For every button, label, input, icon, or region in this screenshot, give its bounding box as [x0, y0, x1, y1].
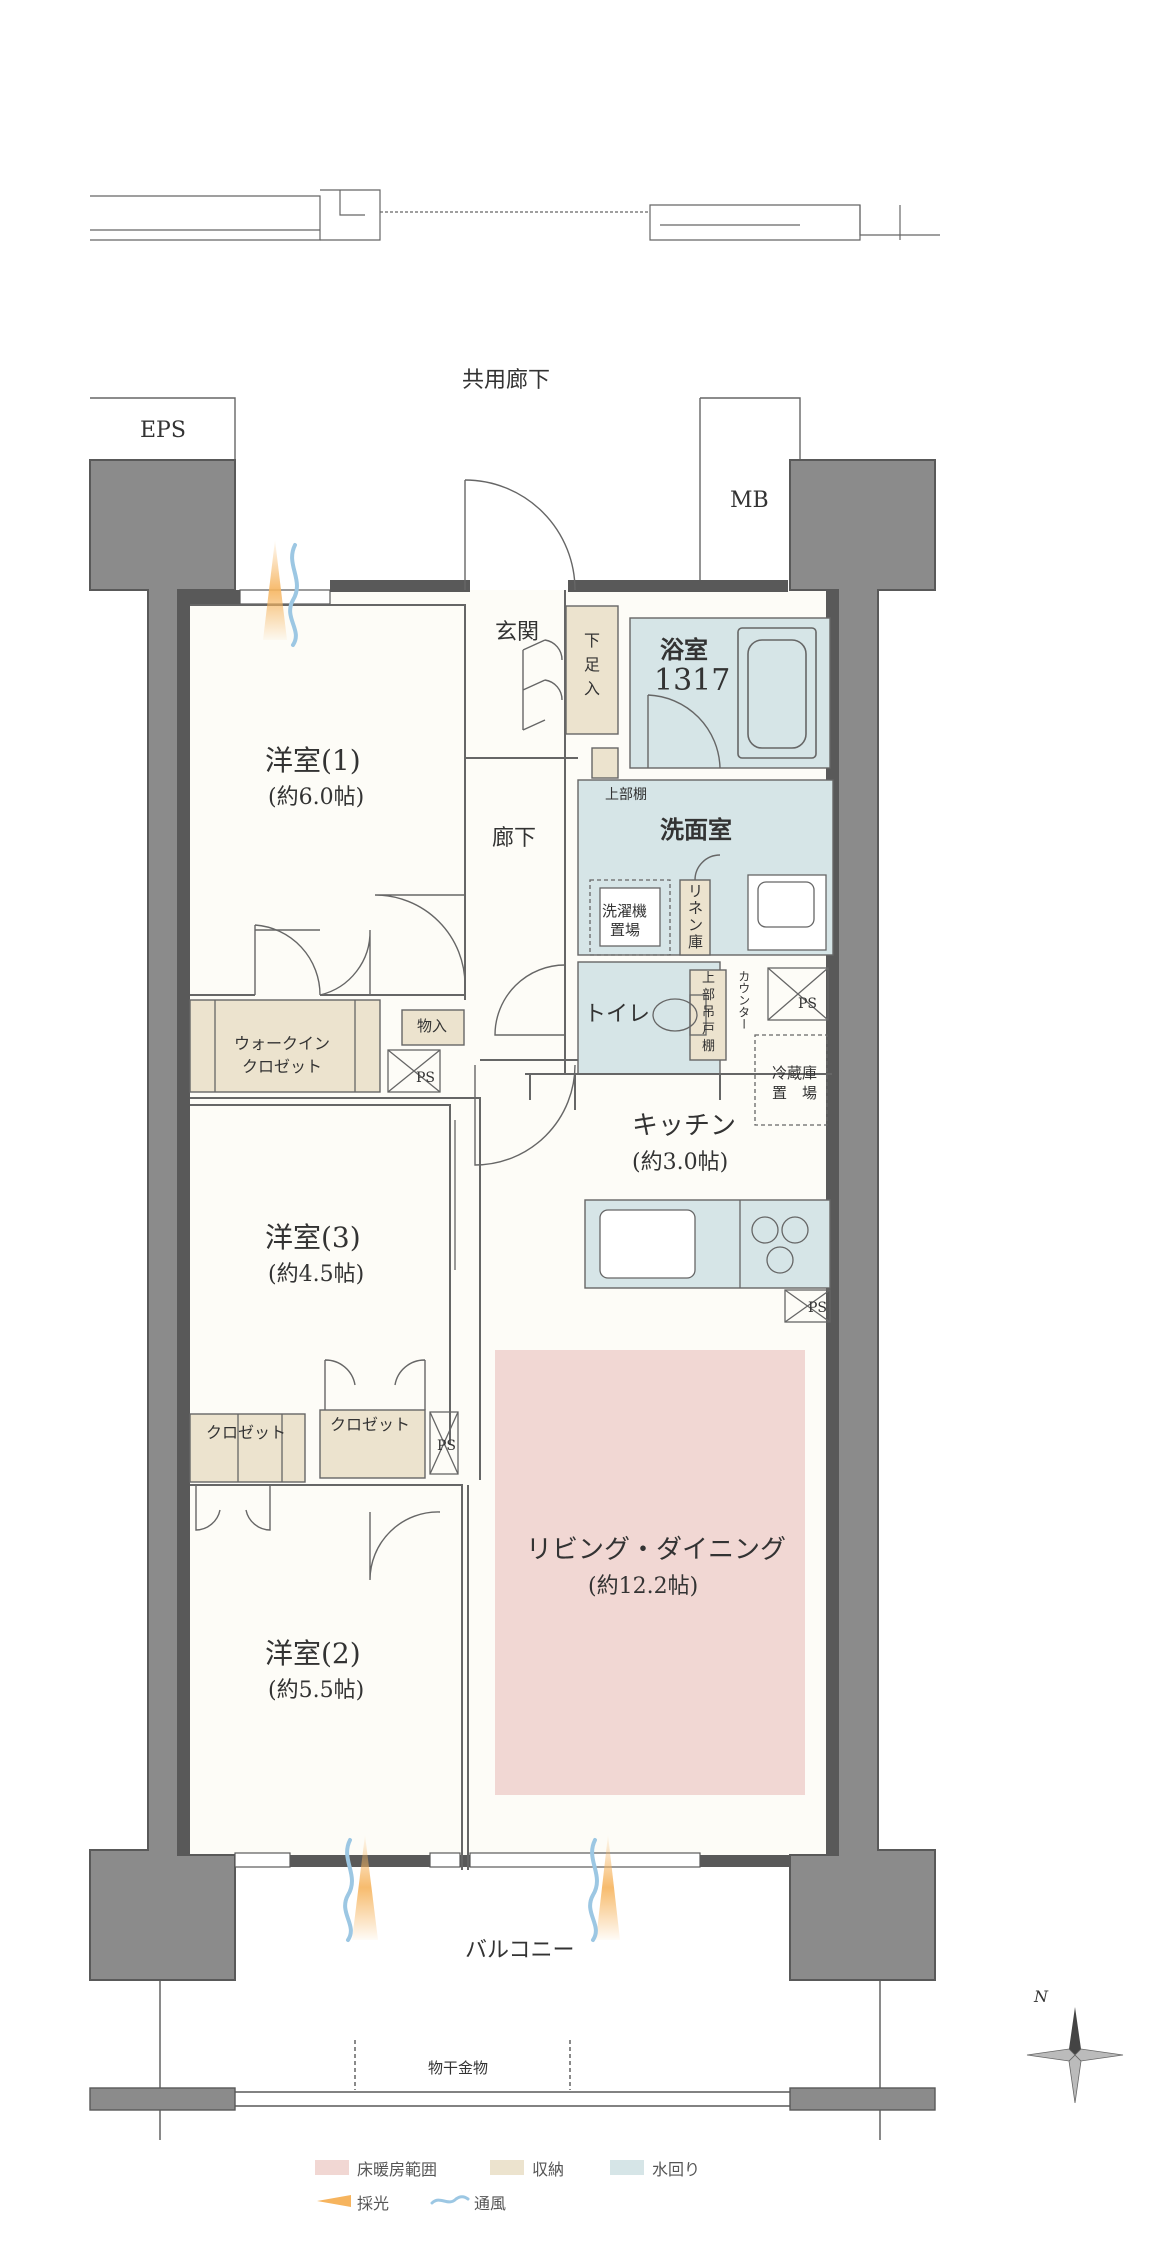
legend-label-air: 通風 — [474, 2194, 507, 2213]
closet-b — [319, 1409, 426, 1479]
room2-name: 洋室(2) — [265, 1637, 361, 1670]
toilet-shelf-label-5: 棚 — [702, 1039, 716, 1054]
ps-box-wic — [387, 1049, 441, 1093]
monoire — [401, 1009, 465, 1046]
toilet-bowl — [652, 998, 698, 1032]
legend-swatch-wet-area — [610, 2160, 644, 2175]
legend-air-icon — [430, 2195, 470, 2205]
room3-size: (約4.5帖) — [268, 1262, 365, 1287]
interior-doors — [195, 694, 721, 1581]
toilet-shelf-label-2: 部 — [702, 988, 716, 1003]
ps-label-toilet: PS — [798, 996, 818, 1012]
legend-swatch-storage — [490, 2160, 524, 2175]
sink — [599, 1209, 696, 1279]
walkin-label-2: クロゼット — [242, 1057, 323, 1076]
washer-label-2: 置場 — [610, 921, 641, 939]
compass-north-label: N — [1034, 1987, 1048, 2006]
floor-heating-area — [495, 1350, 805, 1795]
closet-a — [189, 1413, 306, 1483]
eps-label: EPS — [140, 418, 186, 443]
fridge-label-2: 置 場 — [772, 1084, 818, 1102]
bathroom-label: 浴室 — [660, 635, 708, 664]
shoe-storage-label-2: 足 — [584, 655, 601, 674]
hallway-label: 廊下 — [492, 826, 537, 851]
toilet-shelf — [689, 969, 727, 1061]
ps-label-closet: PS — [437, 1438, 457, 1454]
fridge-space — [754, 1034, 828, 1126]
shoe-storage-label-3: 入 — [584, 679, 601, 698]
entrance-door — [464, 479, 576, 731]
legend-swatch-floor-heating — [315, 2160, 349, 2175]
linen-label-2: ネ — [688, 899, 704, 917]
genkan-label: 玄関 — [495, 620, 540, 645]
common-corridor-label: 共用廊下 — [462, 368, 551, 393]
balcony-label: バルコニー — [465, 1938, 575, 1963]
toilet-shelf-label-1: 上 — [702, 971, 716, 986]
fixtures — [214, 874, 831, 1482]
room1-size: (約6.0帖) — [268, 785, 365, 810]
ps-label-wic: PS — [416, 1070, 436, 1086]
compass-icon — [1026, 2007, 1124, 2104]
legend-label-storage: 収納 — [532, 2160, 565, 2179]
kitchen-name: キッチン — [632, 1111, 737, 1141]
ps-box-toilet — [767, 967, 829, 1021]
linen-storage — [679, 879, 711, 956]
monoire-label: 物入 — [417, 1017, 448, 1035]
room3-name: 洋室(3) — [265, 1221, 361, 1254]
laundry-pole-label: 物干金物 — [428, 2059, 489, 2077]
legend-label-floor-heating: 床暖房範囲 — [357, 2160, 438, 2179]
balcony-structure — [89, 1980, 936, 2140]
fridge-label-1: 冷蔵庫 — [772, 1064, 818, 1082]
shoe-storage — [565, 605, 619, 735]
light-indicators — [263, 540, 620, 1940]
counter-label: カウンター — [736, 970, 751, 1030]
bathroom-size: 1317 — [654, 663, 731, 698]
linen-label-4: 庫 — [688, 933, 704, 951]
closet-label-b: クロゼット — [330, 1415, 411, 1434]
toilet-shelf-label-4: 戸 — [702, 1022, 716, 1037]
toilet-label: トイレ — [584, 1002, 651, 1027]
washer-label-1: 洗濯機 — [602, 902, 648, 920]
upper-shelf-label: 上部棚 — [605, 787, 647, 803]
bathtub-icon — [737, 627, 817, 759]
toilet-shelf-label-3: 吊 — [702, 1005, 716, 1020]
closet-label-a: クロゼット — [206, 1423, 287, 1442]
legend-label-light: 採光 — [357, 2194, 390, 2213]
ps-box-kitchen — [784, 1289, 831, 1323]
room2-size: (約5.5帖) — [268, 1678, 365, 1703]
linen-label-1: リ — [688, 882, 704, 900]
room1-name: 洋室(1) — [265, 744, 361, 777]
washroom-label: 洗面室 — [660, 815, 732, 844]
ps-box-closet — [429, 1411, 459, 1475]
interior-walls — [190, 590, 832, 1870]
walkin-label-1: ウォークイン — [234, 1034, 331, 1053]
upper-floor-outline — [90, 189, 940, 241]
storage-areas — [189, 605, 727, 1483]
living-name: リビング・ダイニング — [526, 1535, 787, 1565]
mb-label: MB — [730, 488, 769, 513]
legend-label-wet-area: 水回り — [652, 2160, 701, 2179]
air-indicators — [288, 543, 599, 1942]
living-size: (約12.2帖) — [588, 1574, 699, 1599]
bathroom — [629, 617, 831, 769]
linen-label-3: ン — [688, 916, 704, 934]
kitchen-size: (約3.0帖) — [632, 1150, 729, 1175]
columns — [89, 459, 936, 1981]
shoe-storage-label-1: 下 — [584, 631, 601, 650]
walkin-closet — [189, 999, 381, 1093]
ps-label-kitchen: PS — [808, 1300, 828, 1316]
legend-light-icon — [317, 2195, 351, 2207]
